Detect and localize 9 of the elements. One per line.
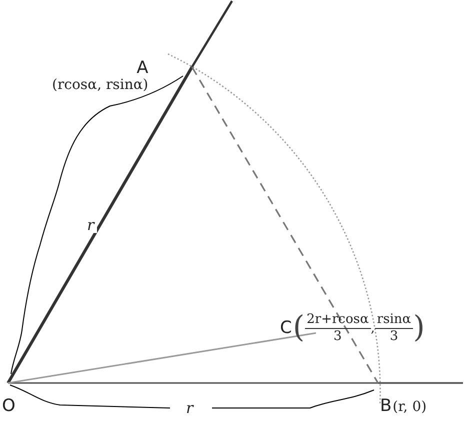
coordinate-label: (r, 0) — [392, 400, 427, 414]
line-segment — [8, 382, 378, 384]
point-label: B — [380, 398, 392, 415]
point-label: O — [2, 398, 16, 415]
point-label: C — [280, 320, 292, 337]
line-segment — [8, 332, 316, 384]
coordinate-label: (rcosα, rsinα) — [52, 78, 148, 92]
point-label: A — [136, 60, 148, 77]
dashed-line — [191, 66, 379, 384]
